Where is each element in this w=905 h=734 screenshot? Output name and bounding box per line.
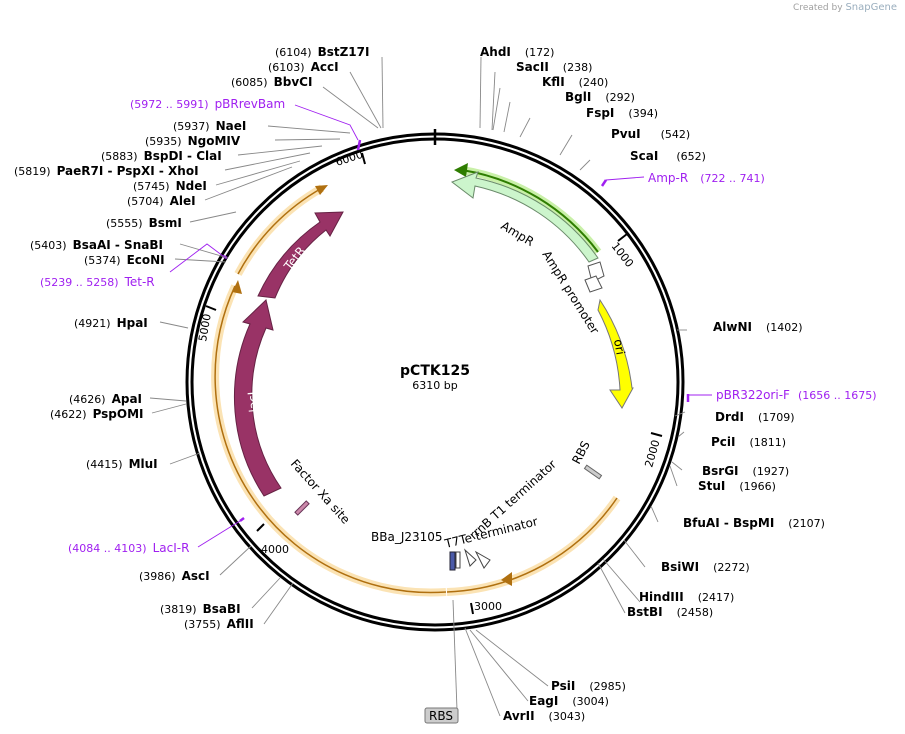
ampr-promoter-label: AmpR promoter <box>539 248 601 336</box>
tick-label-6000: 6000 <box>334 148 365 169</box>
site-bsaai-snabi[interactable]: (5403)BsaAI - SnaBI <box>30 238 163 252</box>
tick-label-3000: 3000 <box>474 600 502 613</box>
site-bspdi-clai[interactable]: (5883)BspDI - ClaI <box>101 149 222 163</box>
site-bfuai-bspmi[interactable]: BfuAI - BspMI(2107) <box>683 516 825 530</box>
bba-j23105-feature[interactable] <box>449 551 456 571</box>
tick-label-5000: 5000 <box>196 313 214 343</box>
site-aflii[interactable]: (3755)AflII <box>184 617 254 631</box>
site-naei[interactable]: (5937)NaeI <box>173 119 246 133</box>
tick-1000 <box>617 233 628 242</box>
site-asci[interactable]: (3986)AscI <box>139 569 210 583</box>
rrnb-feature[interactable] <box>463 548 477 567</box>
tick-label-2000: 2000 <box>642 438 662 468</box>
site-bsmi[interactable]: (5555)BsmI <box>106 216 182 230</box>
site-drdi[interactable]: DrdI(1709) <box>715 410 795 424</box>
ampr-arc-arrowhead <box>454 163 468 177</box>
ampr-label: AmpR <box>498 219 536 249</box>
primer-ampr[interactable]: Amp-R(722 .. 741) <box>648 171 765 185</box>
factor-xa-label: Factor Xa site <box>288 457 353 527</box>
right-sites: AhdI(172) SacII(238) KflI(240) BglI(292)… <box>480 45 825 723</box>
primer-leader-lines <box>169 104 712 548</box>
site-bstbi[interactable]: BstBI(2458) <box>627 605 713 619</box>
ampr-arc <box>461 169 599 253</box>
site-hindiii[interactable]: HindIII(2417) <box>639 590 734 604</box>
site-bstz17i[interactable]: (6104)BstZ17I <box>275 45 369 59</box>
credit-brand: SnapGene <box>845 2 897 13</box>
left-sites: (6104)BstZ17I (6103)AccI (6085)BbvCI (59… <box>14 45 369 631</box>
upper-left-orf-arc <box>237 187 323 275</box>
site-stui[interactable]: StuI(1966) <box>698 479 776 493</box>
site-bsabi[interactable]: (3819)BsaBI <box>160 602 241 616</box>
lower-orf-arc <box>446 497 618 593</box>
laci-label: lacI <box>245 391 261 413</box>
site-bbvci[interactable]: (6085)BbvCI <box>231 75 312 89</box>
primer-mark-pbrrevbam <box>356 139 362 151</box>
rrnb-feature-2 <box>474 550 491 569</box>
site-ndei[interactable]: (5745)NdeI <box>133 179 207 193</box>
primer-pbrrevbam[interactable]: (5972 .. 5991)pBRrevBam <box>130 97 285 111</box>
laci-feature[interactable] <box>233 299 282 497</box>
tick-label-4000: 4000 <box>261 543 289 556</box>
primer-mark-ampr <box>600 179 608 187</box>
site-mlui[interactable]: (4415)MluI <box>86 457 158 471</box>
primer-tetr[interactable]: (5239 .. 5258)Tet-R <box>40 275 155 289</box>
site-kfli[interactable]: KflI(240) <box>542 75 608 89</box>
site-pspomi[interactable]: (4622)PspOMI <box>50 407 144 421</box>
snapgene-credit: Created by SnapGene <box>793 2 897 13</box>
lower-orf-glow <box>446 495 621 596</box>
site-ahdi[interactable]: AhdI(172) <box>480 45 554 59</box>
site-apai[interactable]: (4626)ApaI <box>69 392 142 406</box>
lower-orf-arrowhead <box>501 572 512 586</box>
site-econi[interactable]: (5374)EcoNI <box>84 253 165 267</box>
site-fspi[interactable]: FspI(394) <box>586 106 658 120</box>
ampr-feature[interactable] <box>450 171 599 263</box>
site-bsrgi[interactable]: BsrGI(1927) <box>702 464 789 478</box>
factor-xa-feature[interactable] <box>294 500 310 516</box>
site-sacii[interactable]: SacII(238) <box>516 60 592 74</box>
site-scai[interactable]: ScaI(652) <box>630 149 706 163</box>
bba-label: BBa_J23105 <box>371 530 443 544</box>
ampr-promoter-arrow <box>584 275 603 293</box>
primer-lacir[interactable]: (4084 .. 4103)LacI-R <box>68 541 189 555</box>
primer-labels: (5972 .. 5991)pBRrevBam (5239 .. 5258)Te… <box>40 97 877 555</box>
left-orf-arrowhead <box>232 280 242 294</box>
plasmid-length: 6310 bp <box>412 379 457 392</box>
upper-left-orf-arrowhead <box>315 185 328 195</box>
site-alwni[interactable]: AlwNI(1402) <box>713 320 803 334</box>
tick-label-1000: 1000 <box>609 240 636 270</box>
tetr-feature[interactable] <box>257 211 344 299</box>
rbs-label: RBS <box>569 439 593 467</box>
site-pcii[interactable]: PciI(1811) <box>711 435 786 449</box>
rbs-feature[interactable] <box>583 464 603 480</box>
credit-prefix: Created by <box>793 3 843 13</box>
left-orf-arc <box>214 285 447 594</box>
site-psii[interactable]: PsiI(2985) <box>551 679 626 693</box>
site-acci[interactable]: (6103)AccI <box>268 60 339 74</box>
primer-pbr322ori-f[interactable]: pBR322ori-F(1656 .. 1675) <box>716 388 877 402</box>
tick-3000 <box>470 602 474 615</box>
rbs-box[interactable] <box>424 707 459 724</box>
site-eagi[interactable]: EagI(3004) <box>529 694 609 708</box>
rbs-box-label: RBS <box>429 709 453 723</box>
tick-4000 <box>256 523 265 532</box>
tick-5000 <box>205 305 217 311</box>
site-bsiwi[interactable]: BsiWI(2272) <box>661 560 750 574</box>
t7te-feature[interactable] <box>455 551 461 569</box>
primer-mark-lacir <box>239 517 245 522</box>
site-avrii[interactable]: AvrII(3043) <box>503 709 585 723</box>
site-ngomiv[interactable]: (5935)NgoMIV <box>145 134 241 148</box>
ori-label: ori <box>611 338 627 356</box>
leader-lines <box>149 56 687 717</box>
site-paer7i-pspxi-xhoi[interactable]: (5819)PaeR7I - PspXI - XhoI <box>14 164 199 178</box>
site-hpai[interactable]: (4921)HpaI <box>74 316 148 330</box>
ori-feature[interactable] <box>597 298 634 409</box>
site-bgli[interactable]: BglI(292) <box>565 90 635 104</box>
tick-2000 <box>650 432 663 437</box>
site-pvui[interactable]: PvuI(542) <box>611 127 690 141</box>
plasmid-name: pCTK125 <box>400 363 470 379</box>
site-alei[interactable]: (5704)AleI <box>127 194 196 208</box>
tick-6000 <box>361 152 366 165</box>
